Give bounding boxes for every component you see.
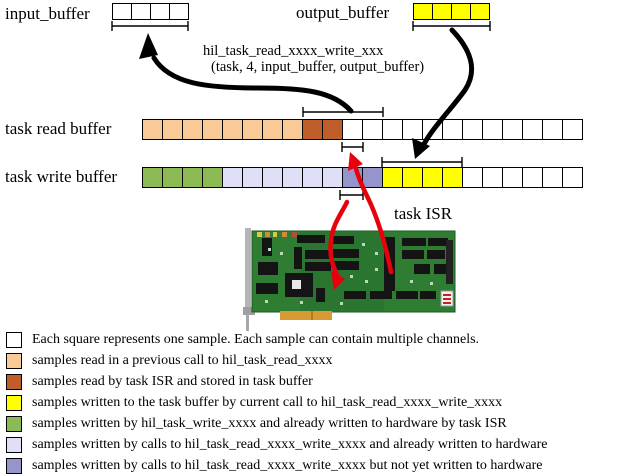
- legend-item-write-done-isr: samples written by hil_task_write_xxxx a…: [6, 413, 548, 434]
- extent-bracket-input: [111, 21, 189, 31]
- legend-swatch-lavender-dark: [6, 457, 22, 474]
- legend-swatch-yellow: [6, 394, 22, 411]
- legend-swatch-tan: [6, 352, 22, 369]
- daq-card-image: [243, 228, 456, 331]
- legend-label: Each square represents one sample. Each …: [32, 331, 480, 347]
- legend-item-sample: Each square represents one sample. Each …: [6, 329, 548, 350]
- function-call-args: (task, 4, input_buffer, output_buffer): [211, 59, 425, 75]
- legend-label: samples read by task ISR and stored in t…: [32, 373, 313, 389]
- legend-item-current-write: samples written to the task buffer by cu…: [6, 392, 548, 413]
- task-write-buffer-label: task write buffer: [5, 167, 118, 186]
- legend-label: samples written by calls to hil_task_rea…: [32, 436, 548, 452]
- legend-swatch-green: [6, 415, 22, 432]
- legend-item-readwrite-pending: samples written by calls to hil_task_rea…: [6, 455, 548, 475]
- extent-bracket-write-region: [381, 157, 463, 167]
- output-buffer-grid: [413, 3, 490, 20]
- extent-bracket-write-next: [339, 190, 364, 200]
- legend: Each square represents one sample. Each …: [6, 329, 548, 475]
- extent-bracket-read-region: [302, 107, 384, 117]
- input-buffer-grid: [112, 3, 189, 20]
- legend-item-previous-read: samples read in a previous call to hil_t…: [6, 350, 548, 371]
- legend-item-isr-read: samples read by task ISR and stored in t…: [6, 371, 548, 392]
- legend-item-readwrite-done: samples written by calls to hil_task_rea…: [6, 434, 548, 455]
- extent-bracket-read-next: [341, 142, 364, 152]
- task-read-buffer-label: task read buffer: [5, 119, 112, 138]
- legend-swatch-lavender-light: [6, 436, 22, 453]
- function-call-name: hil_task_read_xxxx_write_xxx: [203, 43, 384, 59]
- extent-bracket-output: [412, 21, 491, 31]
- task-write-buffer-grid: [142, 167, 583, 188]
- legend-label: samples read in a previous call to hil_t…: [32, 352, 333, 368]
- input-buffer-label: input_buffer: [5, 4, 90, 23]
- legend-swatch-brown: [6, 373, 22, 390]
- task-isr-label: task ISR: [394, 204, 453, 223]
- legend-label: samples written to the task buffer by cu…: [32, 394, 503, 410]
- output-buffer-label: output_buffer: [296, 3, 390, 22]
- arrow-write-buffer-to-isr: [328, 199, 350, 290]
- legend-label: samples written by hil_task_write_xxxx a…: [32, 415, 507, 431]
- legend-swatch-white: [6, 331, 22, 348]
- legend-label: samples written by calls to hil_task_rea…: [32, 457, 543, 473]
- task-read-buffer-grid: [142, 119, 583, 140]
